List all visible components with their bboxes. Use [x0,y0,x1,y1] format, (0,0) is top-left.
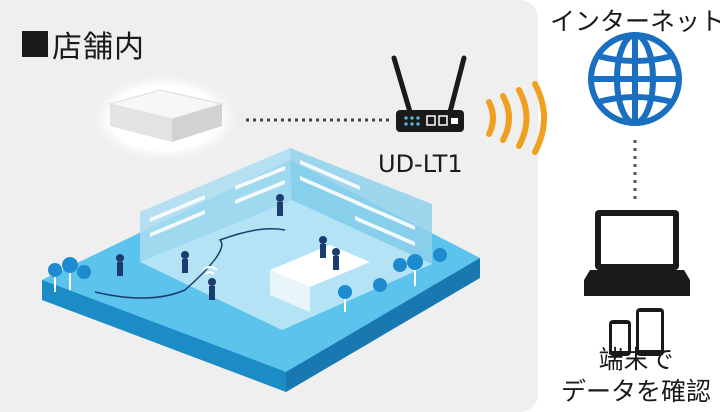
signal-waves-icon [486,81,547,155]
internet-label: インターネット [550,7,720,36]
tablet-icon [636,308,664,356]
router-icon [391,55,467,132]
device-label-line2: データを確認 [560,377,711,406]
globe-icon [588,32,682,126]
store-title: 店舗内 [22,22,145,66]
black-square-icon [22,31,48,57]
store-floor-illustration [42,148,480,392]
smartphone-icon [609,320,631,356]
device-label-line1: 端末で [598,345,674,374]
sensor-device-icon [87,72,243,164]
router-label: UD-LT1 [378,150,463,178]
laptop-icon [584,210,690,296]
device-label: 端末で データを確認 [556,344,716,408]
store-title-text: 店舗内 [52,30,145,65]
